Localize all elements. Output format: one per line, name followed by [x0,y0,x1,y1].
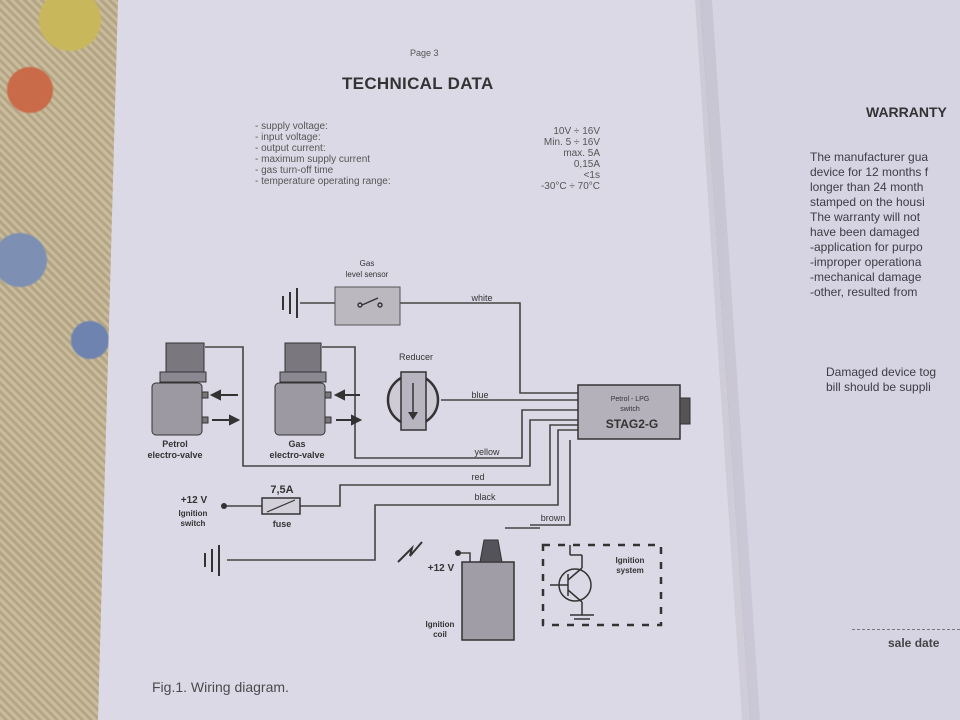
spec-label: - maximum supply current [255,154,371,165]
ground-icon [204,545,220,576]
spec-value: 0,15A [573,159,600,170]
gas-sensor-label: Gas [360,259,375,268]
spec-labels: - supply voltage: - input voltage: - out… [255,121,391,187]
warranty-line: device for 12 months f [810,165,929,179]
spec-value: 10V ÷ 16V [553,126,600,137]
warranty-line: longer than 24 month [810,180,924,194]
petrol-valve-icon [151,342,209,436]
switch-icon [357,297,383,308]
warranty-text: The manufacturer gua device for 12 month… [810,150,928,300]
stag2-switch-unit [577,384,681,440]
reducer-icon [386,371,440,431]
wire-label-brown: brown [541,513,566,523]
wire-label-blue: blue [471,390,488,400]
warranty-line: bill should be suppli [826,380,931,394]
wire-label-white: white [470,293,492,303]
fuse-rating: 7,5A [270,484,293,496]
warranty-line: -mechanical damage [810,270,922,284]
fuse-label: fuse [273,519,292,529]
wire-coil [460,552,471,565]
spec-value: max. 5A [563,148,600,159]
transistor-icon [550,554,594,620]
gas-valve-label: electro-valve [269,450,324,460]
gas-valve-icon [274,342,332,436]
ignition-system-box [541,543,663,627]
ignition-coil-label: Ignition [426,620,455,629]
damaged-device-text: Damaged device tog bill should be suppli [826,365,936,395]
terminal-dot [455,550,461,556]
warranty-line: The manufacturer gua [810,150,929,164]
spec-value: -30°C ÷ 70°C [540,181,600,192]
ignition-system-label: system [616,566,644,575]
page-title: TECHNICAL DATA [342,74,494,93]
reducer-label: Reducer [399,352,433,362]
page-number: Page 3 [410,48,439,58]
switch-toggle [679,397,691,425]
gas-level-sensor [334,286,401,326]
flow-arrow-icon [333,389,363,426]
warranty-line: The warranty will not [810,210,921,224]
gas-sensor-label: level sensor [346,270,389,279]
spec-label: - temperature operating range: [255,176,391,187]
warranty-title: WARRANTY [866,104,947,120]
warranty-line: Damaged device tog [826,365,937,379]
ignition-switch-label: Ignition [179,509,208,518]
sale-date-label: sale date [888,636,940,650]
ignition-system-label: Ignition [616,556,645,565]
ignition-coil-label: coil [433,630,447,639]
spec-label: - supply voltage: [255,121,328,132]
wire-label-red: red [471,472,484,482]
spec-label: - input voltage: [255,132,321,143]
switch-model: STAG2-G [606,417,658,431]
wire-gas-valve [322,346,578,459]
wire-red [300,424,578,507]
spec-values: 10V ÷ 16V Min. 5 ÷ 16V max. 5A 0,15A <1s… [500,126,600,192]
coil-supply-label: +12 V [428,563,455,574]
wire-label-yellow: yellow [474,447,500,457]
wire-black [227,429,578,561]
ignition-switch-label: switch [181,519,206,528]
switch-label: switch [620,406,640,413]
spec-label: - gas turn-off time [255,165,334,176]
spec-value: <1s [583,170,600,181]
switch-label: Petrol - LPG [611,396,650,403]
warranty-line: -improper operationa [810,255,922,269]
sale-date-line [852,629,960,630]
spec-value: Min. 5 ÷ 16V [543,137,600,148]
supply-label: +12 V [181,495,208,506]
warranty-line: -other, resulted from [810,285,918,299]
wire-petrol-valve [205,346,578,467]
figure-caption: Fig.1. Wiring diagram. [152,679,289,695]
wire-label-black: black [474,492,496,502]
spark-icon [397,541,423,563]
terminal-dot [221,503,227,509]
petrol-valve-label: electro-valve [147,450,202,460]
warranty-line: have been damaged [810,225,920,239]
wire-brown [530,440,571,526]
warranty-line: -application for purpo [810,240,923,254]
wire-white [400,302,578,394]
flow-arrow-icon [209,389,241,426]
ground-icon [282,288,298,318]
warranty-line: stamped on the housi [810,195,925,209]
gas-valve-label: Gas [288,439,305,449]
spec-label: - output current: [255,143,326,154]
petrol-valve-label: Petrol [162,439,188,449]
ignition-coil-icon [461,539,515,641]
